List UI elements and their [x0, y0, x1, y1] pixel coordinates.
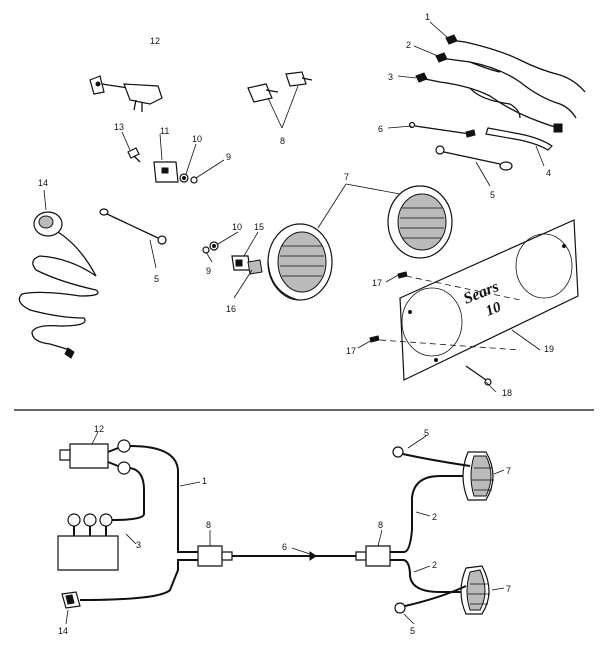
callout-3: 3	[388, 72, 393, 82]
wire-6	[408, 121, 476, 138]
bracket-11	[153, 161, 179, 183]
schematic-callout-12: 12	[94, 424, 104, 434]
schematic-ground-wire-5-lower	[394, 585, 467, 614]
schematic-ground-wire-5-upper	[392, 446, 471, 467]
ground-wire-5-left	[99, 208, 167, 245]
callout-16: 16	[226, 304, 236, 314]
schematic-switch-12	[59, 439, 131, 475]
schematic-callout-8-right: 8	[378, 520, 383, 530]
switch-12	[89, 75, 163, 112]
schematic-callout-5-upper: 5	[424, 428, 429, 438]
callout-18: 18	[502, 388, 512, 398]
schematic-connector-8-left	[197, 545, 233, 567]
callout-12: 12	[150, 36, 160, 46]
wire-harness-2	[435, 52, 577, 119]
schematic-wire-14	[79, 559, 200, 601]
washer-9-mid	[202, 246, 210, 254]
headlight-7-rear	[387, 185, 453, 259]
callout-9-mid: 9	[206, 266, 211, 276]
callout-5-top: 5	[490, 190, 495, 200]
callout-5-left: 5	[154, 274, 159, 284]
schematic-terminal-block	[57, 513, 119, 571]
schematic-callout-3: 3	[136, 540, 141, 550]
nut-10-mid	[209, 241, 219, 251]
schematic-callout-14: 14	[58, 626, 68, 636]
connector-8	[247, 71, 313, 103]
screw-13	[127, 147, 141, 163]
schematic-wire-1	[129, 445, 200, 553]
leader-lines	[43, 21, 545, 393]
schematic-callout-1: 1	[202, 476, 207, 486]
callout-9-top: 9	[226, 152, 231, 162]
callout-1: 1	[425, 12, 430, 22]
callout-10-top: 10	[192, 134, 202, 144]
washer-9-top	[190, 176, 198, 184]
schematic-callout-5-lower: 5	[410, 626, 415, 636]
callout-8: 8	[280, 136, 285, 146]
schematic-callout-6: 6	[282, 542, 287, 552]
callout-19: 19	[544, 344, 554, 354]
callout-13: 13	[114, 122, 124, 132]
nut-10-top	[179, 173, 189, 183]
callout-17-upper: 17	[372, 278, 382, 288]
schematic-wire-3	[111, 467, 145, 521]
screw-17-upper	[397, 271, 408, 279]
callout-4: 4	[546, 168, 551, 178]
schematic-lamp-14	[61, 591, 81, 609]
callout-15: 15	[254, 222, 264, 232]
screw-17-lower	[369, 335, 380, 343]
brand-number: 10	[484, 299, 504, 320]
wire-6-arrow	[309, 551, 317, 561]
wire-harness-1	[445, 34, 586, 93]
bulb-16	[247, 259, 263, 275]
callout-11: 11	[160, 126, 169, 136]
schematic-wire-2-upper	[390, 475, 466, 553]
clip-4	[485, 127, 553, 151]
callout-6: 6	[378, 124, 383, 134]
bolt-18	[465, 365, 492, 386]
schematic-headlight-7-lower	[460, 565, 490, 615]
callout-14: 14	[38, 178, 48, 188]
schematic-connector-8-right	[355, 545, 391, 567]
schematic-headlight-7-upper	[462, 451, 494, 501]
callout-17-lower: 17	[346, 346, 356, 356]
callout-2: 2	[406, 40, 411, 50]
schematic-callout-7-upper: 7	[506, 466, 511, 476]
ground-wire-5-top	[435, 145, 513, 171]
schematic-callout-2-upper: 2	[432, 512, 437, 522]
socket-15	[231, 255, 251, 271]
headlight-7-front	[267, 223, 333, 301]
lamp-14	[18, 211, 99, 359]
schematic-callout-8-left: 8	[206, 520, 211, 530]
schematic-wire-2-lower	[390, 559, 462, 593]
schematic-callout-2-lower: 2	[432, 560, 437, 570]
callout-7: 7	[344, 172, 349, 182]
schematic-leader-lines	[65, 431, 505, 625]
schematic-callout-7-lower: 7	[506, 584, 511, 594]
panel-19	[399, 219, 579, 381]
callout-10-mid: 10	[232, 222, 242, 232]
wire-harness-3	[415, 72, 563, 133]
